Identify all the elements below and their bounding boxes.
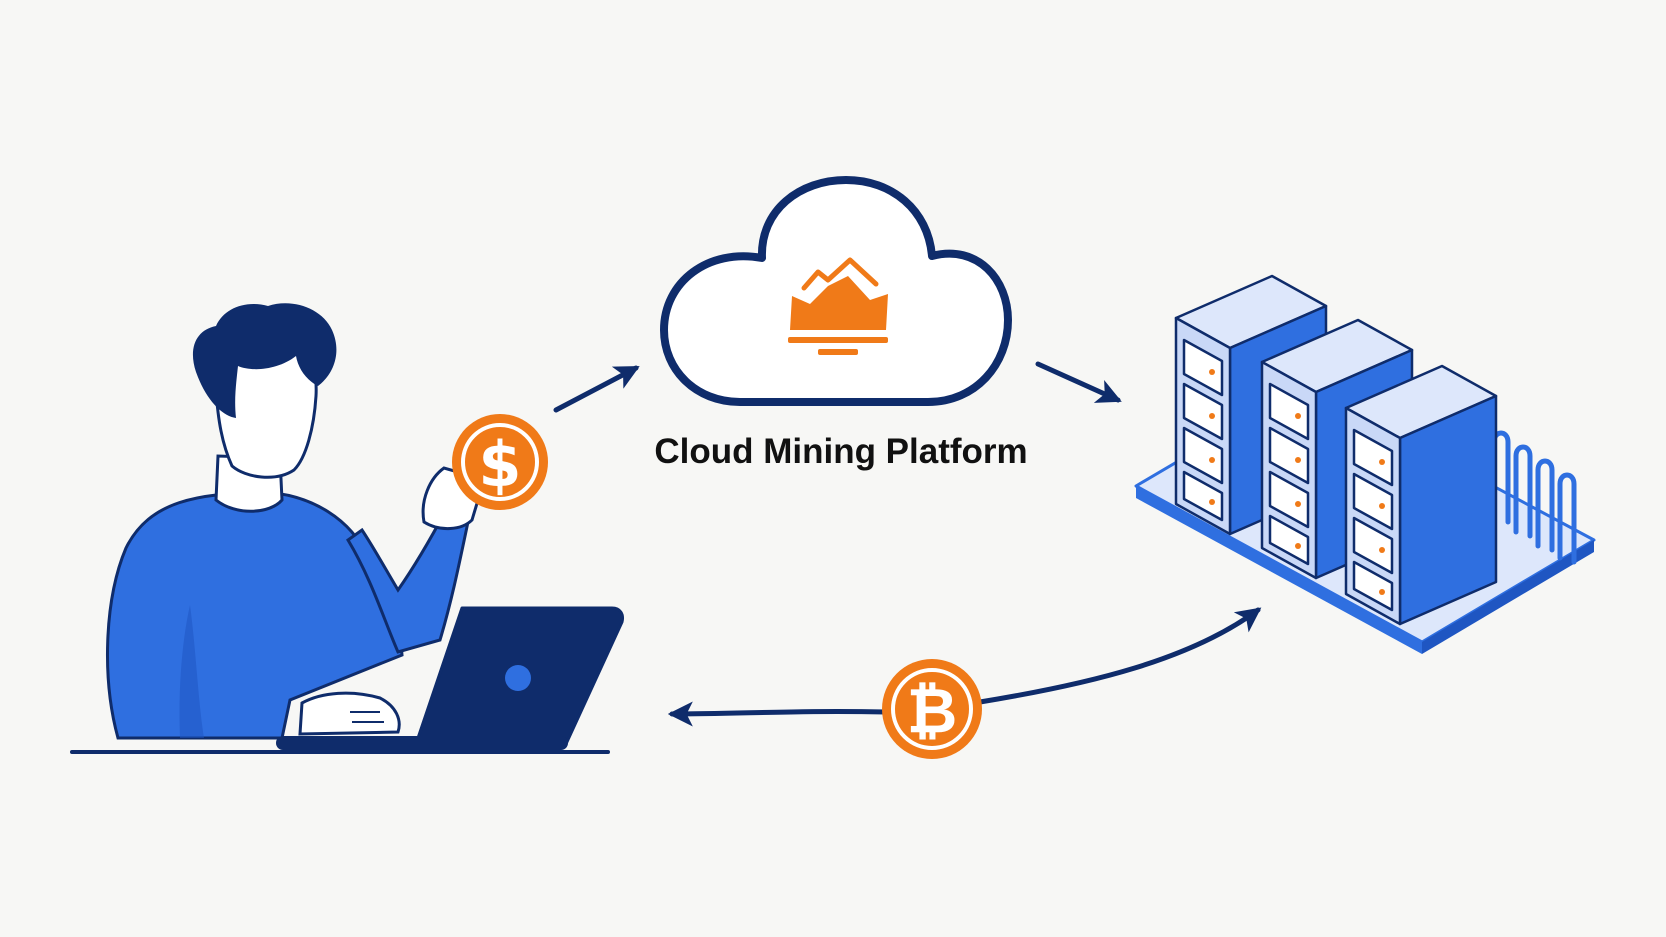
bitcoin-coin-symbol: ₿ <box>907 674 958 747</box>
server-platform-side-right <box>1422 540 1594 654</box>
logo-bar-bottom <box>818 349 858 355</box>
server-rack-1-lights <box>1209 369 1215 505</box>
server-rack-2-lights <box>1295 413 1301 549</box>
arrow-reward-to-servers <box>977 607 1262 705</box>
dollar-coin-inner <box>461 423 539 501</box>
user-at-laptop-icon <box>70 303 624 754</box>
finger-lines <box>350 711 384 723</box>
laptop-base <box>276 736 568 750</box>
dollar-coin-outer <box>452 414 548 510</box>
arrow-user-to-cloud <box>553 365 640 413</box>
server-rack-3 <box>1344 364 1498 626</box>
server-platform-side-left <box>1136 486 1422 654</box>
bitcoin-coin-inner <box>891 668 973 750</box>
person-typing-hand <box>298 691 401 736</box>
person-hair <box>192 303 337 418</box>
dollar-coin-icon: $ <box>452 414 548 510</box>
arrow-cloud-to-servers <box>1035 361 1122 403</box>
person-torso-shade <box>179 605 204 738</box>
platform-label: Cloud Mining Platform <box>654 432 1027 471</box>
logo-trend-line <box>801 257 879 291</box>
bitcoin-coin-outer <box>882 659 982 759</box>
logo-bar-top <box>788 337 888 343</box>
person-raised-arm <box>346 507 470 654</box>
bitcoin-coin-icon: ₿ <box>882 659 982 759</box>
arrow-servers-to-user <box>667 701 889 727</box>
dollar-coin-symbol: $ <box>478 428 521 501</box>
mountain-chart-logo-icon <box>788 257 888 355</box>
server-racks-icon <box>1134 274 1596 654</box>
laptop-logo-icon <box>505 665 531 691</box>
logo-mountain <box>790 276 888 330</box>
server-rack-3-lights <box>1379 459 1385 595</box>
